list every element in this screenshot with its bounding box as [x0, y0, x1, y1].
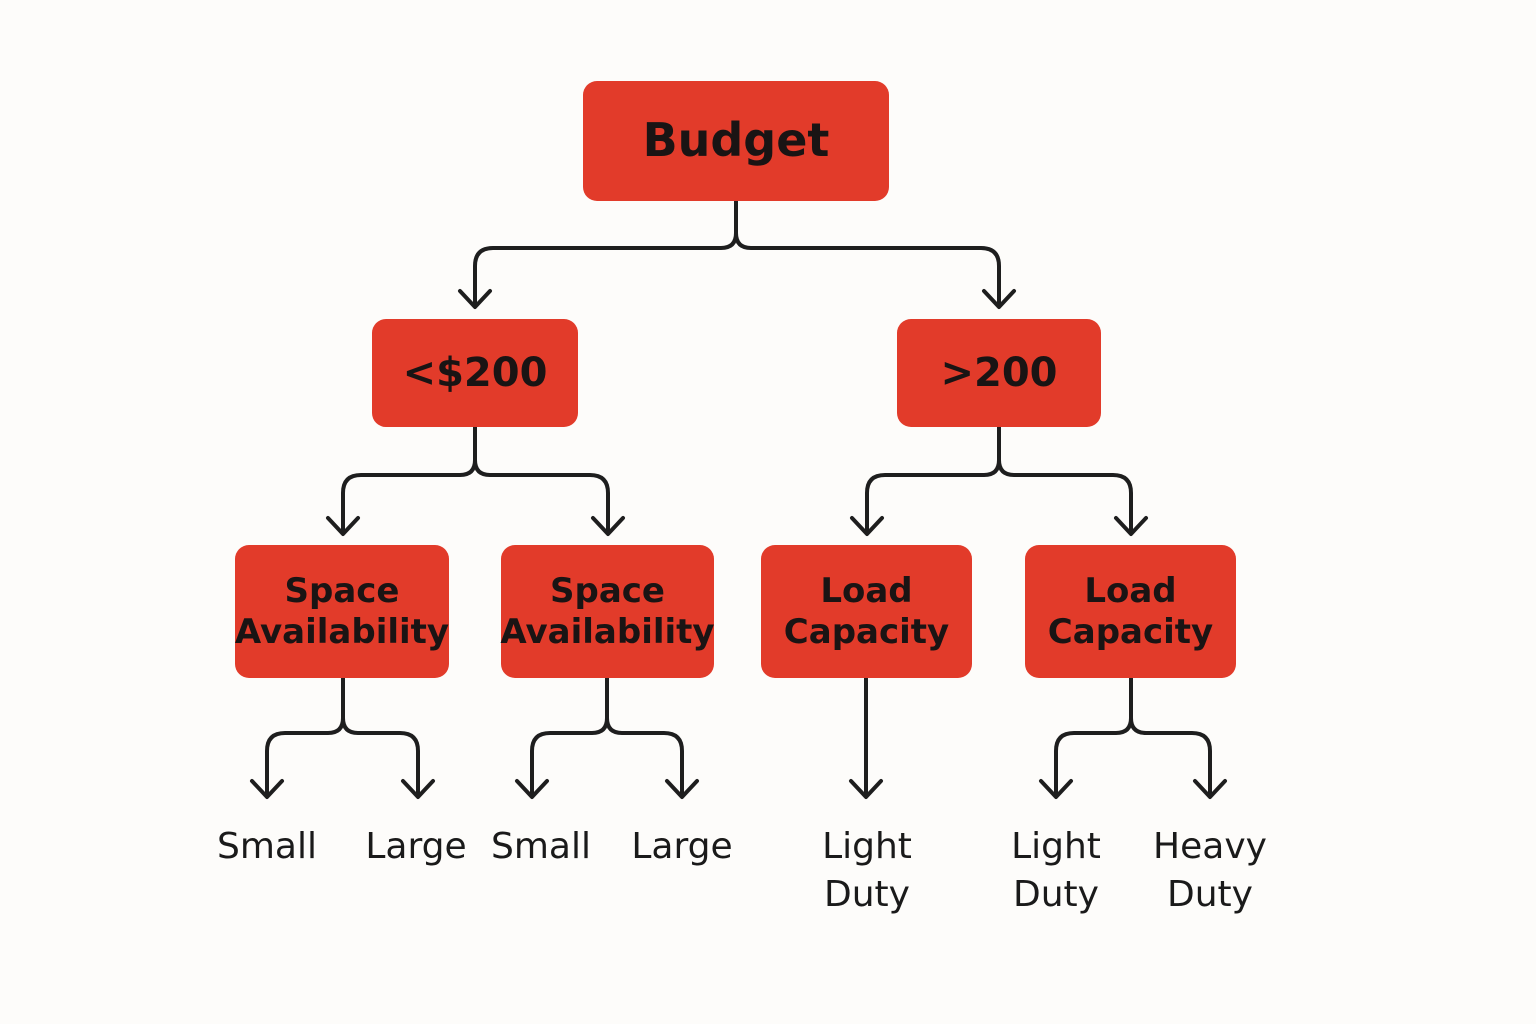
node-load-capacity-2: Load Capacity [1025, 545, 1236, 678]
node-over-200: >200 [897, 319, 1101, 427]
leaf-large-2: Large [631, 826, 733, 867]
leaf-light-duty-2: Light Duty [1011, 826, 1101, 915]
arrowhead-large-1 [401, 779, 435, 799]
leaf-heavy-duty: Heavy Duty [1153, 826, 1267, 915]
arrowhead-load-2 [1114, 516, 1148, 536]
node-budget: Budget [583, 81, 889, 201]
leaf-light-duty-1: Light Duty [822, 826, 912, 915]
leaf-small-1: Small [217, 826, 317, 867]
arrowhead-space-2 [591, 516, 625, 536]
leaf-small-2: Small [491, 826, 591, 867]
connector-space-2-split [530, 676, 684, 795]
node-space-availability-1: Space Availability [235, 545, 449, 678]
connector-under-200-split [341, 425, 610, 533]
node-under-200: <$200 [372, 319, 578, 427]
arrowhead-small-2 [515, 779, 549, 799]
arrowhead-over-200 [982, 289, 1016, 309]
arrowhead-space-1 [326, 516, 360, 536]
arrowhead-load-1 [850, 516, 884, 536]
arrowhead-heavy-duty [1193, 779, 1227, 799]
connector-load-2-split [1054, 676, 1212, 795]
arrowhead-small-1 [250, 779, 284, 799]
connector-over-200-split [865, 425, 1133, 533]
node-load-capacity-1: Load Capacity [761, 545, 972, 678]
arrowhead-under-200 [458, 289, 492, 309]
connector-budget-split [473, 199, 1001, 307]
connector-space-1-split [265, 676, 420, 795]
arrowhead-large-2 [665, 779, 699, 799]
arrowhead-light-duty-1 [849, 779, 883, 799]
leaf-large-1: Large [365, 826, 467, 867]
arrowhead-light-duty-2 [1039, 779, 1073, 799]
node-space-availability-2: Space Availability [500, 545, 715, 678]
